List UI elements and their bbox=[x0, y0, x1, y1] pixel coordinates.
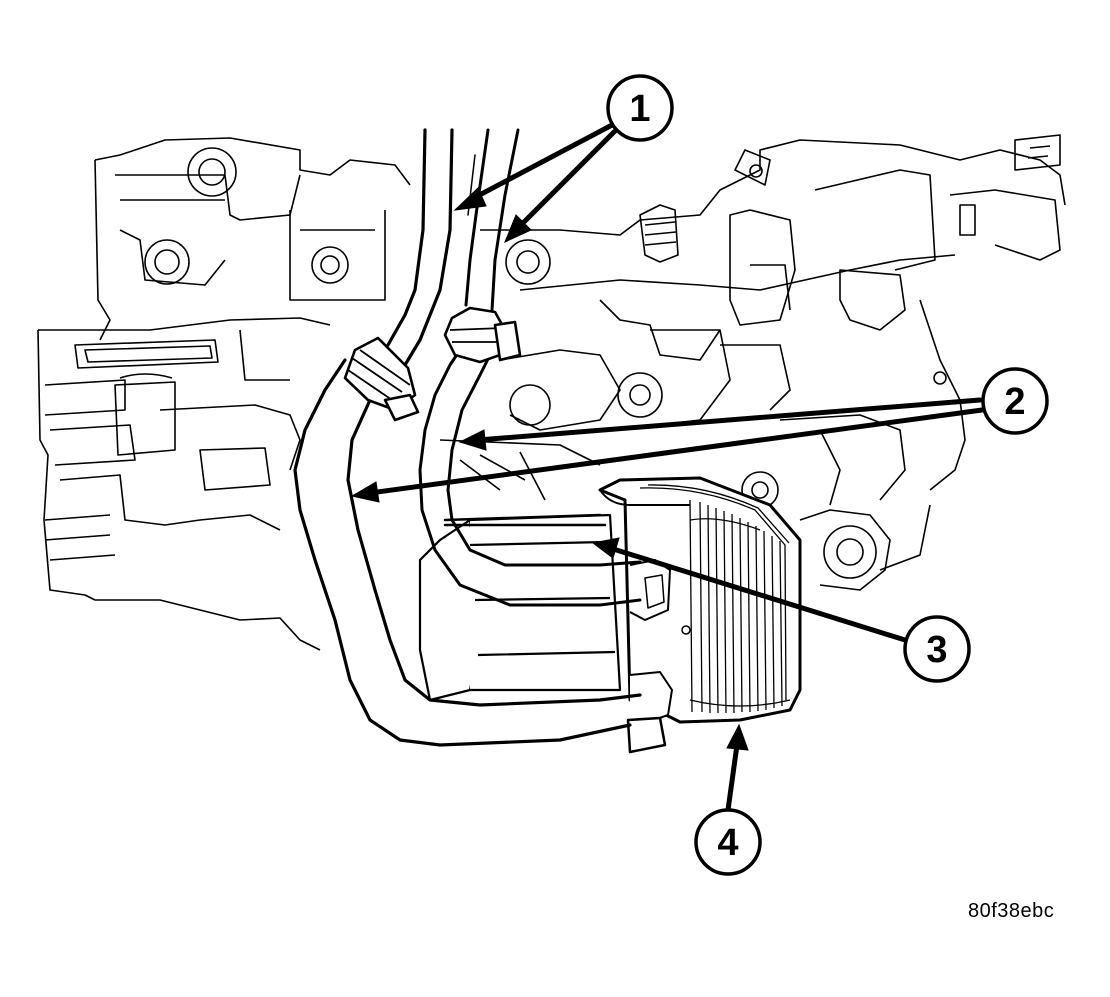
transmission-oil-cooler bbox=[598, 476, 802, 754]
quick-connect-fittings bbox=[343, 306, 522, 422]
callout-4-label: 4 bbox=[717, 822, 738, 864]
callout-2-label: 2 bbox=[1004, 381, 1025, 423]
figure-code: 80f38ebc bbox=[968, 900, 1055, 922]
callout-4: 4 bbox=[694, 808, 762, 876]
transmission-housing bbox=[37, 134, 1066, 651]
leader-arrows bbox=[350, 122, 985, 813]
callout-3-label: 3 bbox=[926, 629, 947, 671]
callout-1-label: 1 bbox=[629, 88, 650, 130]
cooler-lines bbox=[293, 128, 642, 747]
filter-housing bbox=[418, 513, 622, 702]
callout-2: 2 bbox=[981, 367, 1049, 435]
callout-3: 3 bbox=[903, 615, 971, 683]
callout-1: 1 bbox=[606, 74, 674, 142]
